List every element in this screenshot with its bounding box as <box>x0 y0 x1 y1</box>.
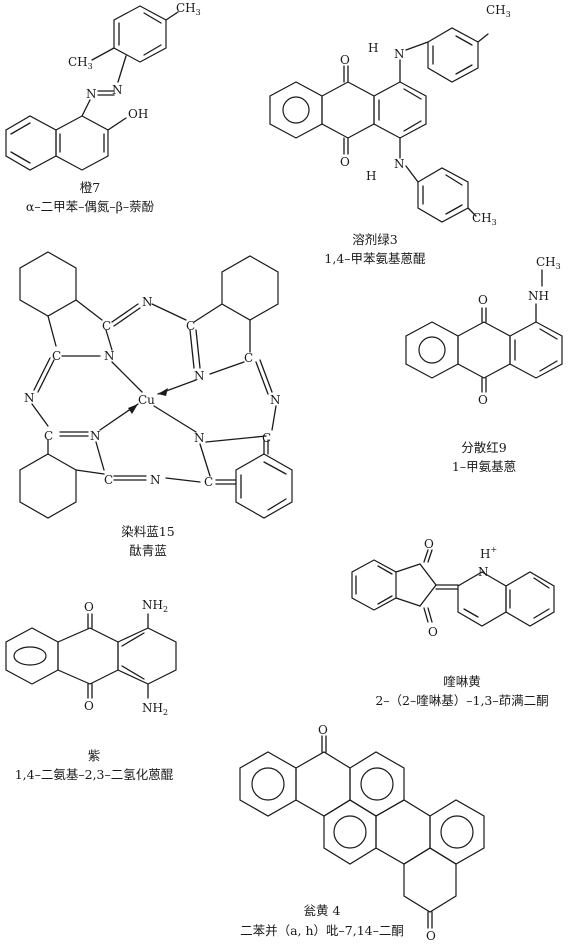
atom-o: O <box>340 155 350 169</box>
pc-ring-bl <box>19 453 77 519</box>
atom-h: H <box>368 41 378 55</box>
orange7-structure: CH3 CH3 N N OH 橙7 α–二甲苯–偶氮–β–萘酚 <box>5 1 201 214</box>
indanedione-benzo-ring <box>351 559 397 611</box>
pc-ring-tl <box>19 251 77 317</box>
naphthol-ring-left <box>5 115 57 171</box>
quinoline-yellow-structure: O O H+ N 喹啉黄 2–（2–喹啉基）–1,3–茚满二酮 <box>351 537 555 708</box>
compound-name: 染料蓝15 <box>121 524 174 539</box>
atom-n: N <box>478 565 489 579</box>
atom-c: C <box>186 319 195 333</box>
atom-n: N <box>194 431 205 445</box>
atom-nh: NH <box>528 289 549 303</box>
atom-nh2: NH2 <box>142 598 168 614</box>
atom-c: C <box>244 351 253 365</box>
atom-n: N <box>24 391 35 405</box>
aq-ring-left <box>269 81 323 139</box>
compound-name: 溶剂绿3 <box>352 232 398 247</box>
vat-yellow4-name: 瓮黄 4 <box>303 903 341 918</box>
atom-c: C <box>102 319 111 333</box>
atom-cu: Cu <box>138 393 155 407</box>
xylene-ring <box>113 5 167 63</box>
atom-o: O <box>478 293 488 307</box>
atom-o: O <box>428 625 438 639</box>
tolyl-ring-top <box>427 27 479 83</box>
atom-o: O <box>340 53 350 67</box>
atom-n: N <box>104 349 115 363</box>
atom-o: O <box>478 393 488 407</box>
aq-ring-middle <box>321 81 375 139</box>
atom-n: N <box>270 393 281 407</box>
atom-o: O <box>84 699 94 713</box>
anthr-ring-left <box>405 321 459 379</box>
dbp-ring-4 <box>323 799 377 865</box>
tolyl-ring-bottom <box>417 167 469 223</box>
pigment-blue15-structure: N C C C N C N N N Cu C N N C C N C 染料蓝15… <box>19 251 293 558</box>
dbp-ring-7 <box>429 799 485 865</box>
atom-n: N <box>394 47 405 61</box>
atom-o: O <box>84 600 94 614</box>
atom-n: N <box>86 87 97 101</box>
atom-ch3: CH3 <box>68 55 93 71</box>
dbp-ring-3 <box>349 751 405 817</box>
atom-n: N <box>194 369 205 383</box>
anthr-ring-right <box>509 321 563 379</box>
atom-ch3: CH3 <box>486 3 511 19</box>
pc-ring-tr <box>221 255 279 321</box>
atom-ch3: CH3 <box>536 255 561 271</box>
solvent-green3-structure: H N O O N H CH3 CH3 溶剂绿3 1,4–甲苯氨基蒽醌 <box>269 3 511 266</box>
dbp-ring-1 <box>239 751 297 817</box>
quinoline-pyridine-ring <box>457 571 507 627</box>
atom-c: C <box>204 475 213 489</box>
compound-chemical-name: 酞青蓝 <box>129 543 167 558</box>
violet-structure: O O NH2 NH2 紫 1,4–二氨基–2,3–二氢化蒽醌 <box>5 598 177 782</box>
dbp-ring-5 <box>375 799 431 865</box>
atom-o: O <box>424 537 434 551</box>
compound-chemical-name: α–二甲苯–偶氮–β–萘酚 <box>26 199 155 214</box>
atom-n: N <box>90 429 101 443</box>
anthr-ring-middle <box>457 321 511 379</box>
compound-chemical-name: 2–（2–喹啉基）–1,3–茚满二酮 <box>375 693 548 708</box>
atom-n: N <box>150 473 161 487</box>
atom-n: N <box>394 157 405 171</box>
compound-chemical-name: 1,4–二氨基–2,3–二氢化蒽醌 <box>15 767 174 782</box>
dbp-ring-2 <box>295 751 351 817</box>
compound-name: 喹啉黄 <box>443 674 481 689</box>
atom-n: N <box>142 295 153 309</box>
atom-c: C <box>44 429 53 443</box>
atom-ch3: CH3 <box>176 1 201 17</box>
atom-h: H <box>366 169 376 183</box>
compound-name: 分散红9 <box>461 440 507 455</box>
pc-ring-br <box>235 453 293 519</box>
vat-yellow4-structure: O O <box>239 723 485 943</box>
vat-yellow4-chemical-name: 二苯并（a, h）吡–7,14–二酮 <box>240 923 404 938</box>
atom-ch3: CH3 <box>472 211 497 227</box>
quinoline-benzo-ring <box>505 571 555 627</box>
dhaq-ring-middle <box>57 627 119 685</box>
atom-c: C <box>104 473 113 487</box>
atom-h: H+ <box>480 545 497 561</box>
atom-nh2: NH2 <box>142 701 168 717</box>
disperse-red9-structure: CH3 NH O O 分散红9 1–甲氨基蒽 <box>405 255 563 474</box>
naphthol-ring-right <box>55 115 109 171</box>
dhaq-ring-right <box>117 627 177 685</box>
atom-o: O <box>426 929 436 943</box>
compound-name: 紫 <box>88 748 101 763</box>
atom-o: O <box>318 723 328 737</box>
atom-n: N <box>112 83 123 97</box>
atom-c: C <box>52 349 61 363</box>
dbp-ring-6 <box>403 847 457 913</box>
aq-ring-right <box>373 81 427 139</box>
compound-name: 橙7 <box>80 180 101 195</box>
atom-oh: OH <box>128 107 148 121</box>
atom-c: C <box>262 431 271 445</box>
compound-chemical-name: 1–甲氨基蒽 <box>452 459 516 474</box>
compound-chemical-name: 1,4–甲苯氨基蒽醌 <box>324 251 426 266</box>
